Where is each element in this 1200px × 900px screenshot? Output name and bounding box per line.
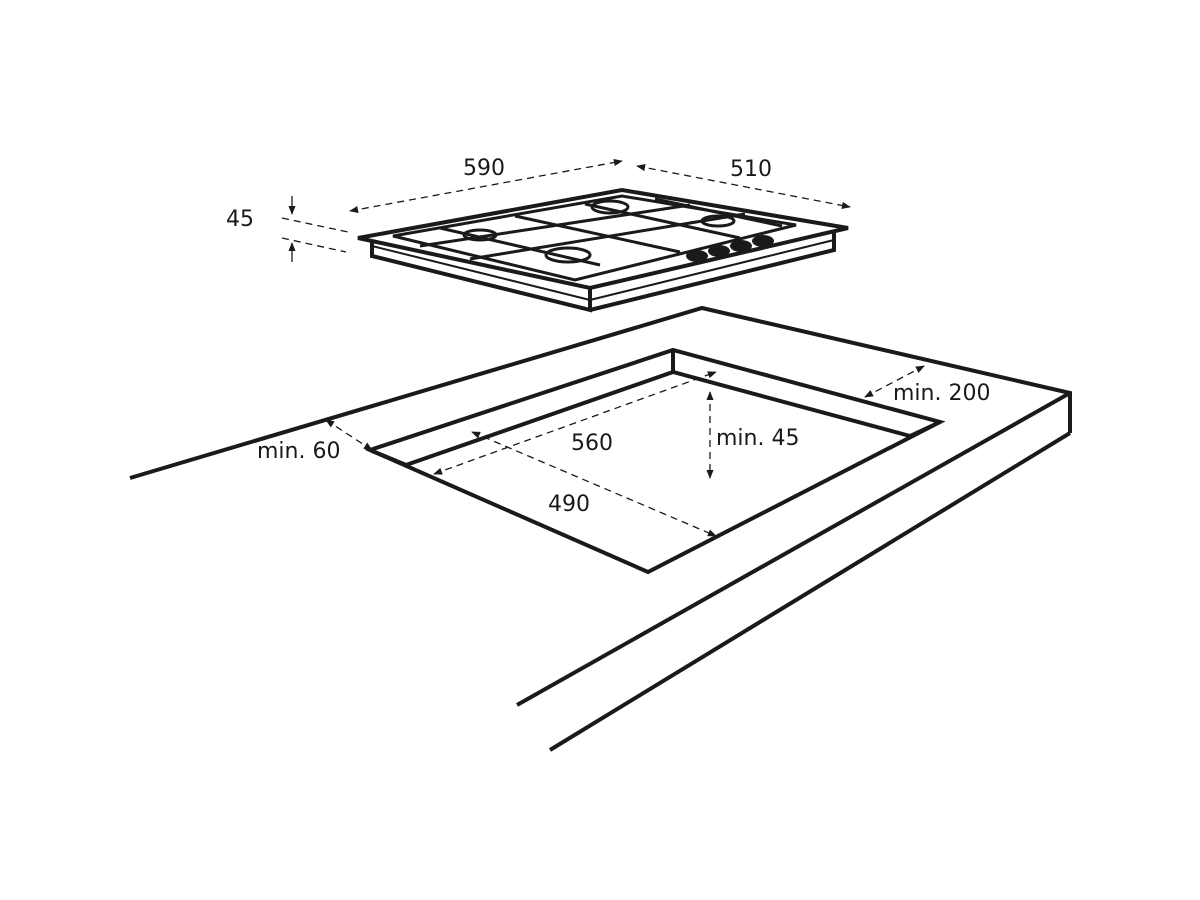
worktop-front-edge (516, 391, 1071, 707)
hob-plate-edge (371, 245, 591, 301)
hob-dimensions (281, 158, 851, 262)
cutout-wall-edge-left (369, 448, 407, 467)
cutout-depth-dimension (471, 431, 717, 537)
gas-hob (357, 187, 849, 313)
front-clearance-label: min. 60 (257, 439, 340, 464)
burner-front-left-icon (544, 246, 592, 264)
worktop-back-edge (129, 305, 1072, 480)
hob-width-label: 590 (463, 156, 505, 181)
cutout-width-dimension (433, 371, 717, 475)
rear-clearance-label: min. 200 (893, 381, 990, 406)
burner-rear-left-icon (462, 228, 498, 242)
knob-icon (708, 245, 730, 257)
front-clearance-dimension (325, 419, 373, 451)
cutout-depth-label: 490 (548, 492, 590, 517)
hob-height-label: 45 (226, 207, 254, 232)
cutout-wall-edge-right (909, 420, 941, 438)
knob-icon (686, 250, 708, 262)
hob-right-side (589, 230, 836, 312)
dimension-labels: 590 510 45 560 490 min. 45 min. 60 min. … (226, 156, 990, 517)
cutout-inner-wall (405, 369, 911, 467)
knob-icon (752, 235, 774, 247)
hob-depth-label: 510 (730, 157, 772, 182)
worktop-bottom-edge (548, 431, 1072, 752)
control-knobs (686, 235, 774, 262)
hob-width-dimension (349, 158, 623, 214)
cutout-dimensions (325, 365, 925, 537)
hob-depth-dimension (636, 163, 851, 210)
knob-icon (730, 240, 752, 252)
hob-plate-edge-right (589, 239, 835, 301)
cutout-min-depth-label: min. 45 (716, 426, 799, 451)
worktop (129, 305, 1072, 752)
cutout-width-label: 560 (571, 431, 613, 456)
burner-rear-right-icon (700, 214, 736, 228)
